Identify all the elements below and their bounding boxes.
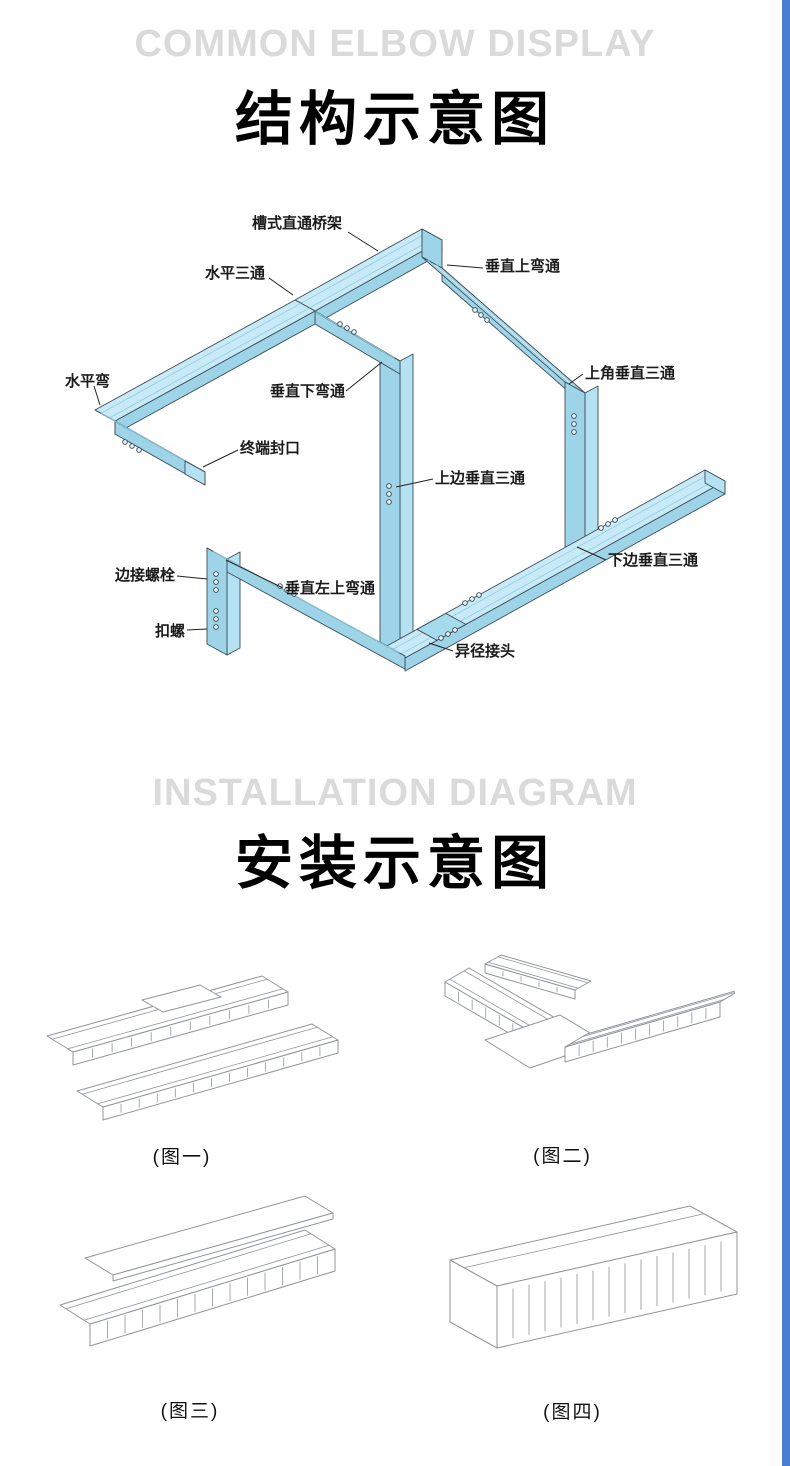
diagram-label: 水平三通 [205, 265, 266, 282]
figure-2-caption: (图二) [533, 1146, 592, 1167]
diagram-label: 上角垂直三通 [585, 365, 676, 382]
diagram-label: 水平弯 [65, 373, 111, 390]
installation-figure-4-sketch [449, 1205, 738, 1349]
structure-subtitle-en: COMMON ELBOW DISPLAY [134, 23, 656, 65]
structure-diagram: 槽式直通桥架水平三通 垂直上弯通水平弯垂直下弯通 上角垂直三通终端封口上边垂直三通边… [45, 210, 745, 720]
figure-3-caption: (图三) [160, 1401, 220, 1422]
install-title-cn: 安装示意图 [234, 831, 555, 896]
diagram-label: 异径接头 [455, 643, 516, 660]
diagram-label: 扣螺 [155, 623, 186, 640]
install-subtitle-en: INSTALLATION DIAGRAM [152, 772, 638, 814]
diagram-label: 垂直上弯通 [485, 258, 561, 275]
diagram-label: 上边垂直三通 [435, 470, 526, 487]
installation-figure-2: (图二) [390, 952, 743, 1168]
installation-figure-4: (图四) [395, 1198, 750, 1424]
installation-figure-1: (图一) [22, 948, 342, 1169]
structure-diagram-svg [93, 228, 726, 672]
structure-title-cn: 结构示意图 [234, 87, 555, 152]
diagram-label: 槽式直通桥架 [252, 215, 343, 232]
diagram-label: 边接螺栓 [115, 567, 176, 584]
right-edge-accent-bar [782, 0, 790, 1466]
diagram-labels-layer: 槽式直通桥架水平三通 垂直上弯通水平弯垂直下弯通 上角垂直三通终端封口上边垂直三通边… [45, 210, 745, 720]
installation-figure-1-sketch [46, 975, 339, 1121]
figure-4-caption: (图四) [543, 1402, 602, 1423]
figure-1-caption: (图一) [152, 1147, 212, 1168]
installation-figure-2-sketch [444, 954, 743, 1069]
diagram-label: 垂直下弯通 [270, 383, 346, 400]
installation-figure-3: (图三) [30, 1192, 350, 1423]
diagram-label: 下边垂直三通 [608, 552, 699, 569]
diagram-label: 终端封口 [240, 440, 301, 457]
diagram-label: 垂直左上弯通 [285, 580, 376, 597]
installation-figure-3-sketch [59, 1195, 336, 1347]
